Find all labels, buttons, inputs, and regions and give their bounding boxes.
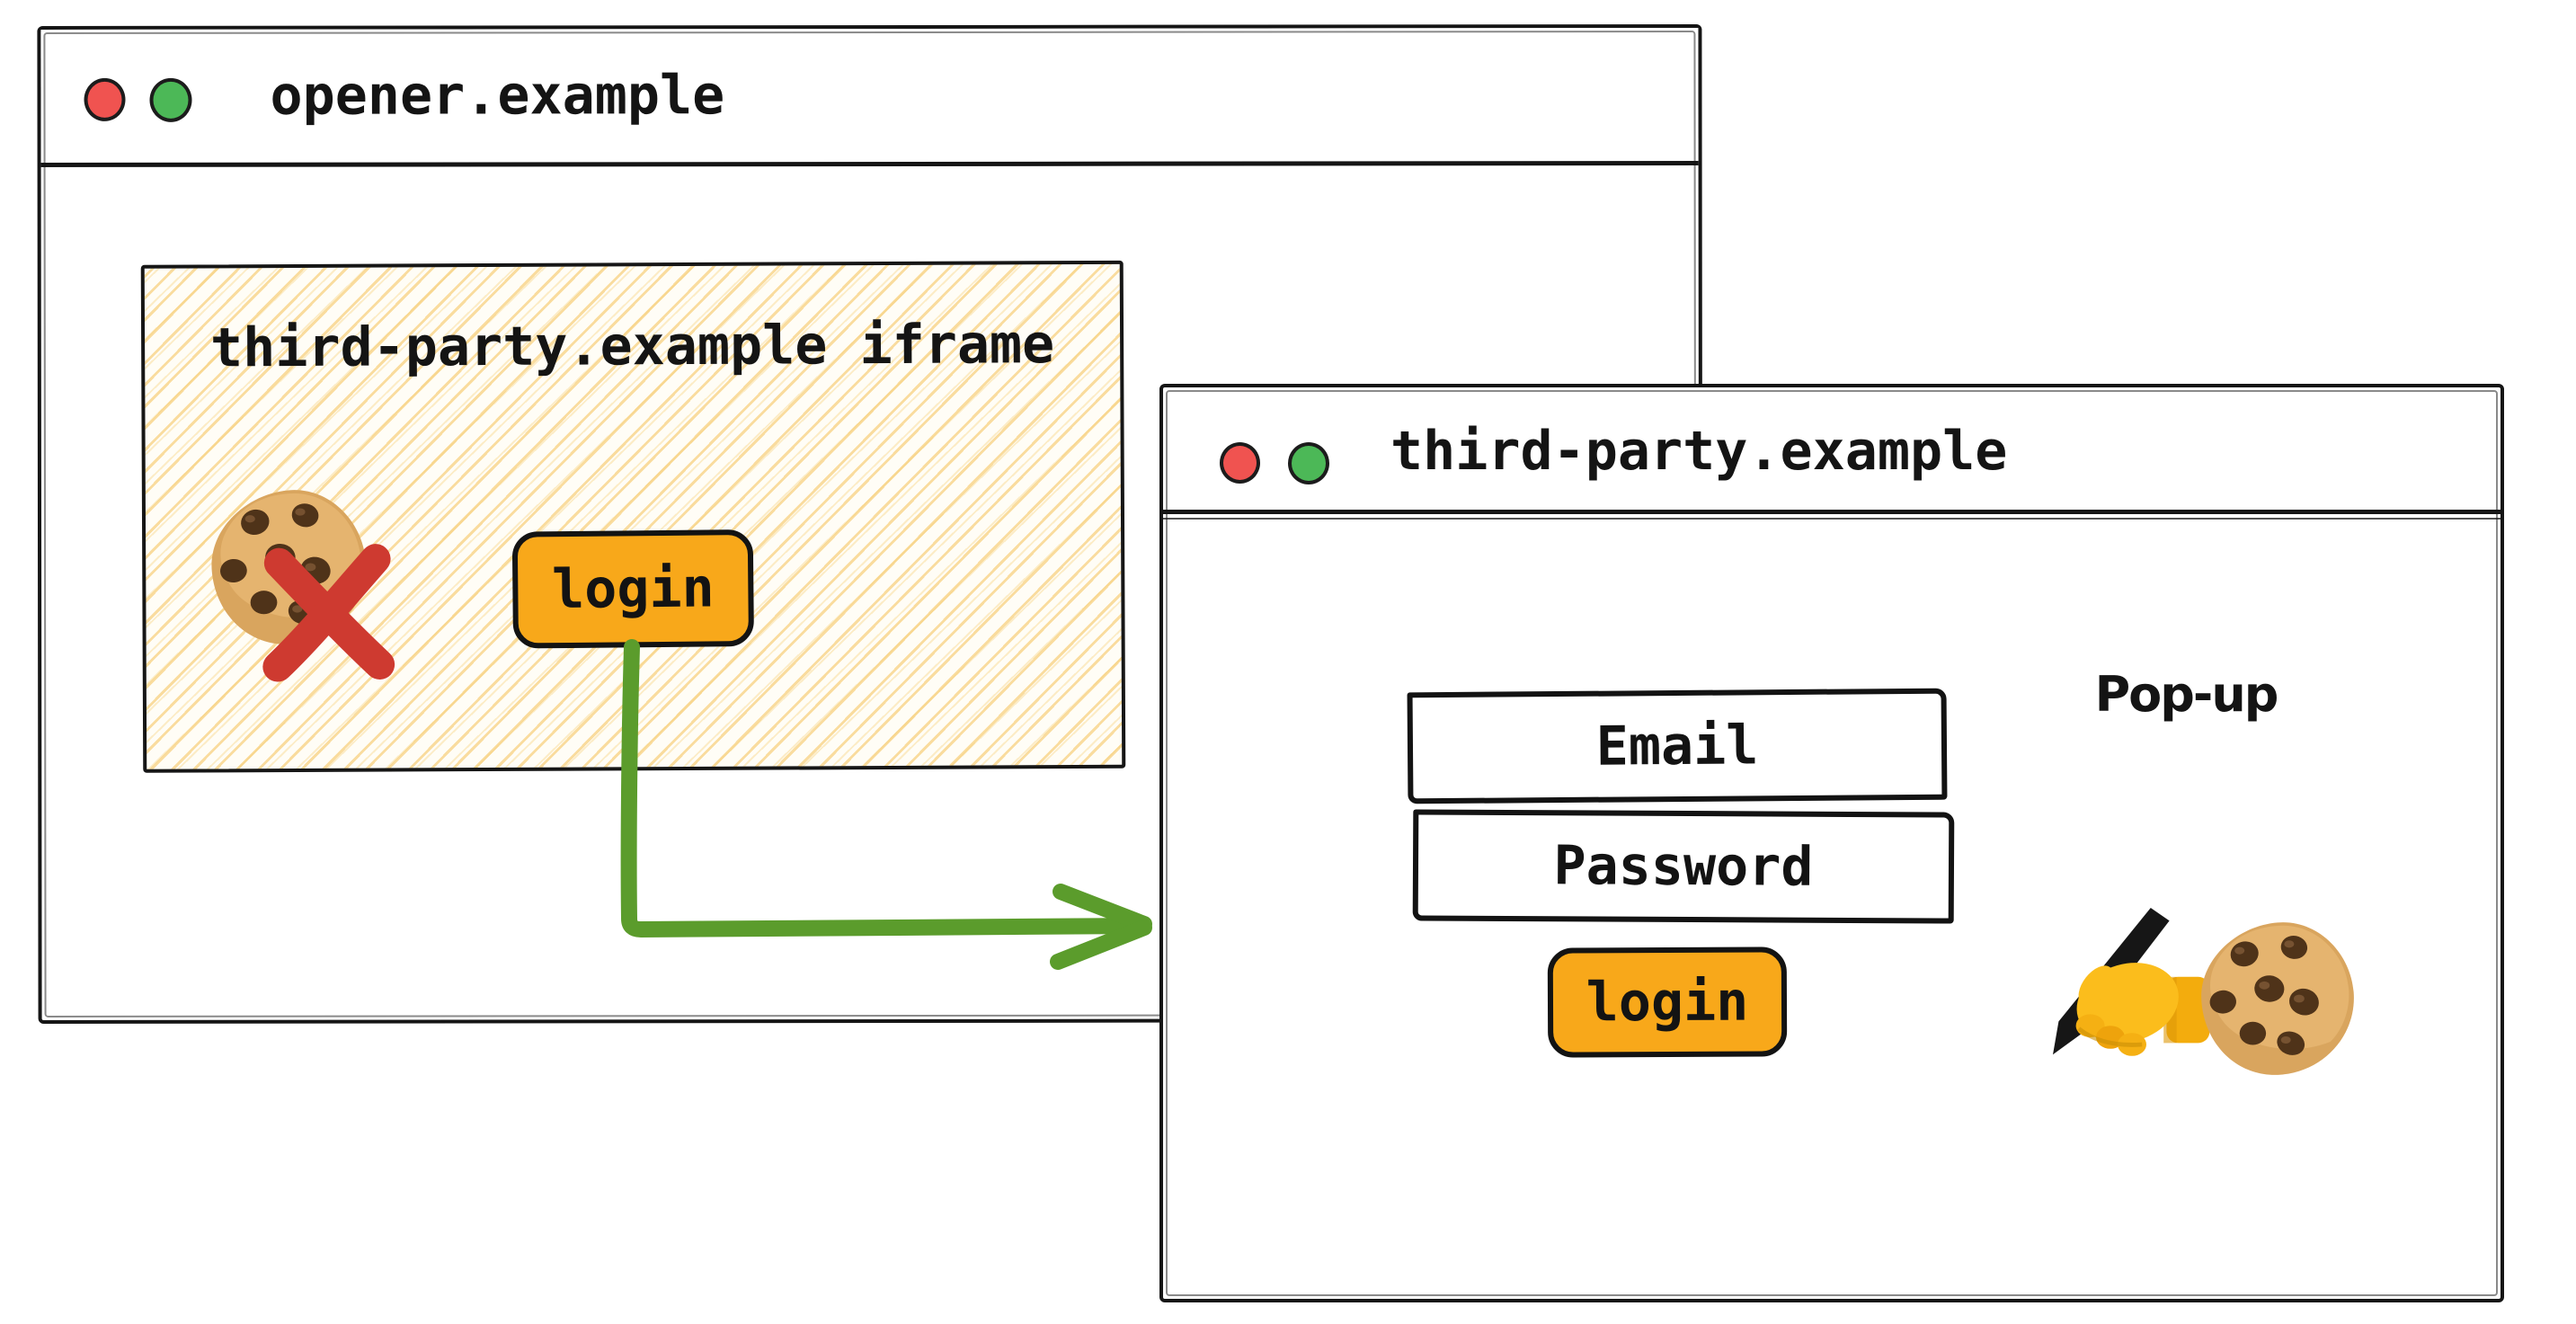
red-traffic-light-icon[interactable] <box>1220 442 1260 484</box>
third-party-iframe: third-party.example iframe login <box>140 260 1126 773</box>
iframe-login-button[interactable]: login <box>511 529 754 649</box>
popup-titlebar: third-party.example <box>1163 387 2500 520</box>
writing-hand-icon <box>2024 904 2211 1084</box>
red-traffic-light-icon[interactable] <box>84 77 126 121</box>
green-traffic-light-icon[interactable] <box>1288 442 1329 484</box>
popup-window: third-party.example Email Password login… <box>1159 384 2504 1302</box>
opener-window-title: opener.example <box>270 64 725 128</box>
email-field[interactable]: Email <box>1407 688 1948 804</box>
popup-window-title: third-party.example <box>1390 420 2008 483</box>
green-traffic-light-icon[interactable] <box>149 77 192 122</box>
popup-login-button[interactable]: login <box>1547 946 1788 1058</box>
iframe-label: third-party.example iframe <box>209 313 1055 380</box>
cookie-glyph-icon <box>2195 916 2360 1081</box>
x-cross-icon <box>255 538 402 685</box>
cookie-icon <box>2195 916 2360 1081</box>
password-field[interactable]: Password <box>1412 809 1955 924</box>
blocked-x-icon <box>255 538 402 685</box>
opener-titlebar: opener.example <box>40 28 1699 167</box>
writing-hand-pen-icon <box>2024 904 2211 1084</box>
popup-annotation-label: Pop-up <box>2094 666 2279 723</box>
